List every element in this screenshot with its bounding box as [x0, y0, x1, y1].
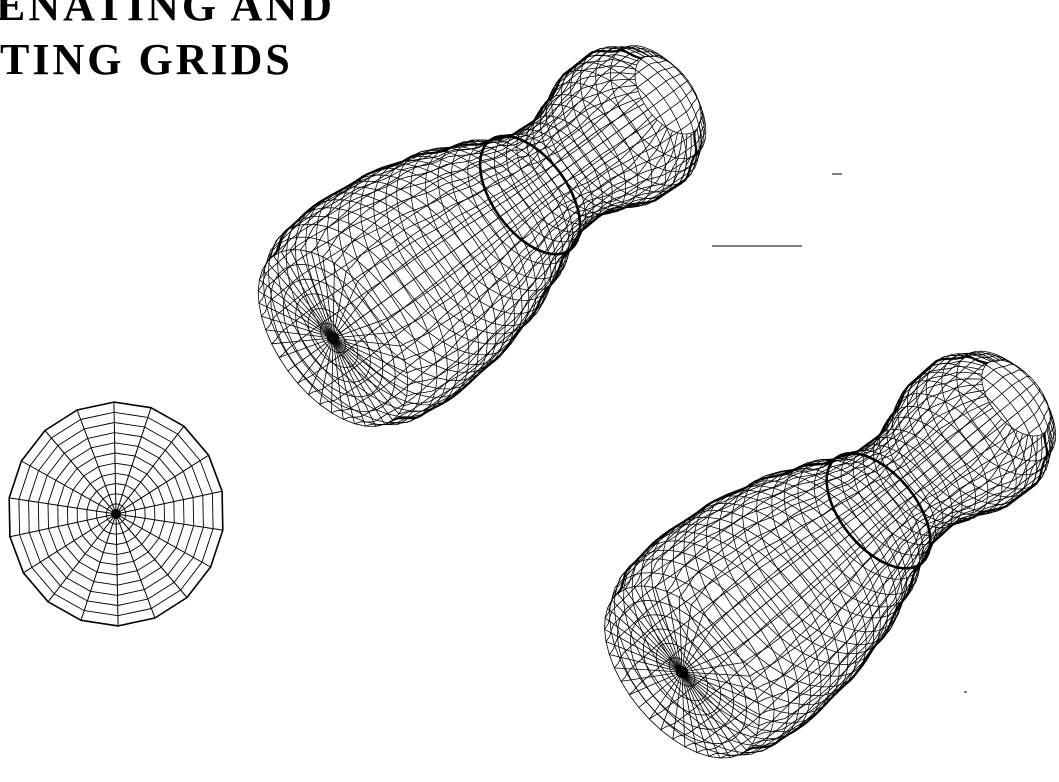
body-bottom-longitude-line	[681, 416, 1055, 716]
body-top-longitude-line	[322, 50, 664, 339]
body-top-longitude-line	[332, 133, 688, 427]
body-bottom-longitude-line	[681, 375, 1031, 673]
body-bottom-longitude-line	[681, 399, 1049, 677]
disc-spoke-line	[115, 425, 185, 515]
body-top-longitude-line	[297, 114, 653, 384]
body-bottom-longitude-line	[660, 423, 1008, 731]
disc-spoke-line	[9, 497, 117, 515]
body-top-longitude-line	[300, 46, 654, 339]
body-top-longitude-line	[278, 103, 645, 358]
body-top-longitude-line	[332, 60, 675, 339]
body-top-longitude-line	[261, 85, 637, 339]
body-top-longitude-line	[332, 115, 706, 386]
body-top-longitude-line	[331, 127, 668, 414]
disc-spoke-line	[80, 513, 117, 621]
body-top-hub-dot	[327, 332, 339, 344]
body-top-longitude-line	[332, 104, 704, 361]
body-top-longitude-line	[259, 65, 636, 339]
body-bottom-longitude-line	[681, 435, 1029, 757]
wireframe-body-top	[257, 45, 707, 427]
body-bottom-longitude-line	[681, 432, 1047, 751]
disc-spoke-line	[115, 513, 188, 598]
title-line-2: TING GRIDS	[0, 35, 293, 84]
wireframe-disc	[8, 401, 224, 627]
body-top-longitude-line	[332, 130, 673, 420]
disc-spoke-line	[115, 454, 209, 515]
body-top-longitude-line	[287, 109, 649, 372]
body-bottom-outline-line	[616, 354, 988, 595]
body-top-longitude-line	[319, 124, 663, 405]
body-top-longitude-line	[332, 73, 684, 339]
disc-hub-dot	[111, 509, 121, 519]
body-top-outline-line	[272, 48, 643, 257]
body-bottom-longitude-line	[605, 384, 983, 673]
disc-spoke-line	[44, 430, 117, 515]
body-top-outline-line	[392, 131, 698, 422]
disc-spoke-line	[23, 513, 117, 574]
body-bottom-longitude-line	[620, 401, 990, 682]
body-bottom-longitude-line	[672, 427, 1013, 740]
body-top-longitude-line	[332, 86, 693, 339]
body-bottom-longitude-line	[681, 393, 1045, 673]
disc-spoke-line	[9, 513, 117, 538]
body-top-longitude-line	[311, 47, 659, 339]
disc-spoke-line	[115, 513, 156, 619]
body-top-longitude-line	[332, 110, 705, 374]
disc-spoke-line	[113, 402, 117, 515]
body-bottom-outline-line	[745, 432, 1049, 752]
body-bottom-longitude-line	[681, 363, 1021, 673]
body-top-longitude-line	[332, 131, 696, 421]
body-top-longitude-line	[271, 97, 642, 345]
body-top-longitude-line	[332, 132, 678, 425]
body-bottom-hub-dot	[676, 666, 688, 678]
body-top-longitude-line	[258, 79, 636, 339]
body-top-longitude-line	[257, 72, 636, 339]
disc-spoke-line	[21, 460, 117, 515]
body-bottom-longitude-line	[649, 418, 1002, 720]
body-bottom-longitude-line	[628, 407, 993, 696]
disc-spoke-line	[115, 407, 152, 515]
title-line-1: ENATING AND	[0, 0, 336, 30]
body-bottom-longitude-line	[681, 430, 1018, 748]
body-top-longitude-line	[265, 91, 639, 339]
body-bottom-longitude-line	[608, 389, 984, 673]
body-top-longitude-line	[273, 50, 642, 339]
disc-spoke-line	[115, 490, 223, 515]
body-bottom-longitude-line	[681, 425, 1053, 737]
wireframe-body-bottom	[604, 350, 1057, 759]
body-top-longitude-line	[332, 98, 701, 347]
disc-spoke-line	[115, 513, 119, 626]
disc-spoke-line	[115, 513, 223, 531]
disc-spoke-line	[47, 513, 117, 603]
body-bottom-longitude-line	[681, 387, 1041, 673]
body-bottom-longitude-line	[604, 378, 982, 673]
body-top-longitude-line	[332, 54, 669, 339]
body-bottom-longitude-line	[638, 413, 998, 708]
disc-spoke-line	[76, 409, 117, 515]
scan-specks	[712, 173, 967, 693]
body-bottom-longitude-line	[613, 395, 987, 673]
disc-spoke-line	[115, 513, 211, 568]
body-bottom-longitude-line	[654, 352, 1005, 673]
body-bottom-longitude-line	[681, 433, 1023, 753]
body-bottom-longitude-line	[681, 435, 1034, 759]
body-top-longitude-line	[308, 119, 658, 395]
